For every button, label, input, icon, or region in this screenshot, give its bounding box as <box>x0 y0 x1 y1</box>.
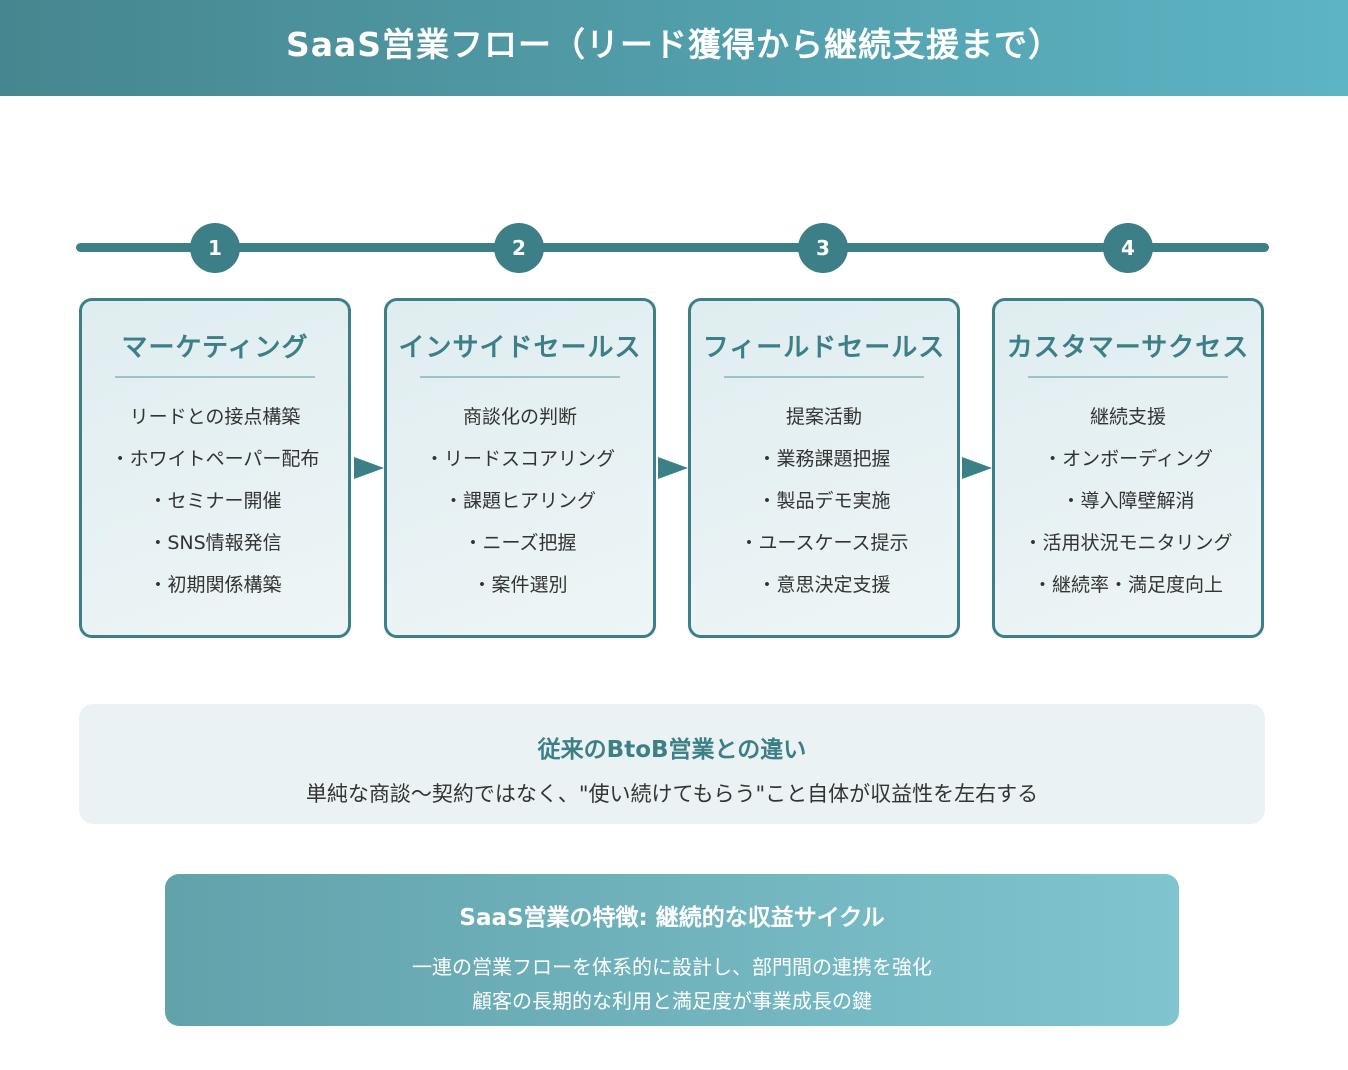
card-item: ・セミナー開催 <box>148 490 282 512</box>
card-divider <box>1028 376 1228 378</box>
feature-line: 顧客の長期的な利用と満足度が事業成長の鍵 <box>472 989 872 1013</box>
step-card-marketing: マーケティング リードとの接点構築 ・ホワイトペーパー配布 ・セミナー開催 ・S… <box>79 298 351 638</box>
card-item: ・ホワイトペーパー配布 <box>110 448 320 470</box>
arrow-right-icon <box>962 457 992 479</box>
card-item: ・意思決定支援 <box>757 574 891 596</box>
card-title: フィールドセールス <box>702 333 946 363</box>
card-title: インサイドセールス <box>398 333 642 363</box>
card-item: ・SNS情報発信 <box>148 532 282 554</box>
card-item-list: リードとの接点構築 ・ホワイトペーパー配布 ・セミナー開催 ・SNS情報発信 ・… <box>111 396 320 606</box>
card-divider <box>420 376 620 378</box>
card-item: ・リードスコアリング <box>424 448 615 470</box>
card-title: マーケティング <box>121 333 309 363</box>
step-number-3: 3 <box>798 223 848 273</box>
card-item: ・ニーズ把握 <box>463 532 577 554</box>
arrow-right-icon <box>658 457 688 479</box>
card-item-list: 提案活動 ・業務課題把握 ・製品デモ実施 ・ユースケース提示 ・意思決定支援 <box>739 396 908 606</box>
step-card-inside-sales: インサイドセールス 商談化の判断 ・リードスコアリング ・課題ヒアリング ・ニー… <box>384 298 656 638</box>
card-item: ・業務課題把握 <box>757 448 891 470</box>
card-title: カスタマーサクセス <box>1006 333 1250 363</box>
card-item-list: 商談化の判断 ・リードスコアリング ・課題ヒアリング ・ニーズ把握 ・案件選別 <box>425 396 615 606</box>
card-item: ・導入障壁解消 <box>1061 490 1195 512</box>
feature-box: SaaS営業の特徴: 継続的な収益サイクル 一連の営業フローを体系的に設計し、部… <box>165 874 1179 1026</box>
feature-line: 一連の営業フローを体系的に設計し、部門間の連携を強化 <box>412 955 932 979</box>
arrow-right-icon <box>354 457 384 479</box>
step-card-field-sales: フィールドセールス 提案活動 ・業務課題把握 ・製品デモ実施 ・ユースケース提示… <box>688 298 960 638</box>
card-item: リードとの接点構築 <box>129 406 301 428</box>
step-number-4: 4 <box>1103 223 1153 273</box>
card-item: ・継続率・満足度向上 <box>1032 574 1223 596</box>
card-item: ・活用状況モニタリング <box>1023 532 1233 554</box>
card-item: ・案件選別 <box>472 574 568 596</box>
step-card-customer-success: カスタマーサクセス 継続支援 ・オンボーディング ・導入障壁解消 ・活用状況モニ… <box>992 298 1264 638</box>
card-item-list: 継続支援 ・オンボーディング ・導入障壁解消 ・活用状況モニタリング ・継続率・… <box>1023 396 1232 606</box>
card-item: 提案活動 <box>785 406 862 428</box>
feature-title: SaaS営業の特徴: 継続的な収益サイクル <box>459 905 885 931</box>
card-item: ・初期関係構築 <box>148 574 282 596</box>
comparison-title: 従来のBtoB営業との違い <box>537 737 807 763</box>
card-item: 商談化の判断 <box>462 406 577 428</box>
comparison-box: 従来のBtoB営業との違い 単純な商談〜契約ではなく、"使い続けてもらう"こと自… <box>79 704 1265 824</box>
step-number-1: 1 <box>190 223 240 273</box>
header-banner: SaaS営業フロー（リード獲得から継続支援まで） <box>0 0 1348 96</box>
card-item: 継続支援 <box>1089 406 1166 428</box>
step-number-2: 2 <box>494 223 544 273</box>
comparison-description: 単純な商談〜契約ではなく、"使い続けてもらう"こと自体が収益性を左右する <box>305 782 1039 806</box>
page-title: SaaS営業フロー（リード獲得から継続支援まで） <box>285 25 1063 64</box>
card-item: ・製品デモ実施 <box>757 490 891 512</box>
card-divider <box>724 376 924 378</box>
feature-lines: 一連の営業フローを体系的に設計し、部門間の連携を強化 顧客の長期的な利用と満足度… <box>412 950 932 1018</box>
card-item: ・オンボーディング <box>1043 448 1213 470</box>
timeline-line <box>76 243 1269 252</box>
card-item: ・ユースケース提示 <box>739 532 909 554</box>
card-divider <box>115 376 315 378</box>
card-item: ・課題ヒアリング <box>443 490 596 512</box>
